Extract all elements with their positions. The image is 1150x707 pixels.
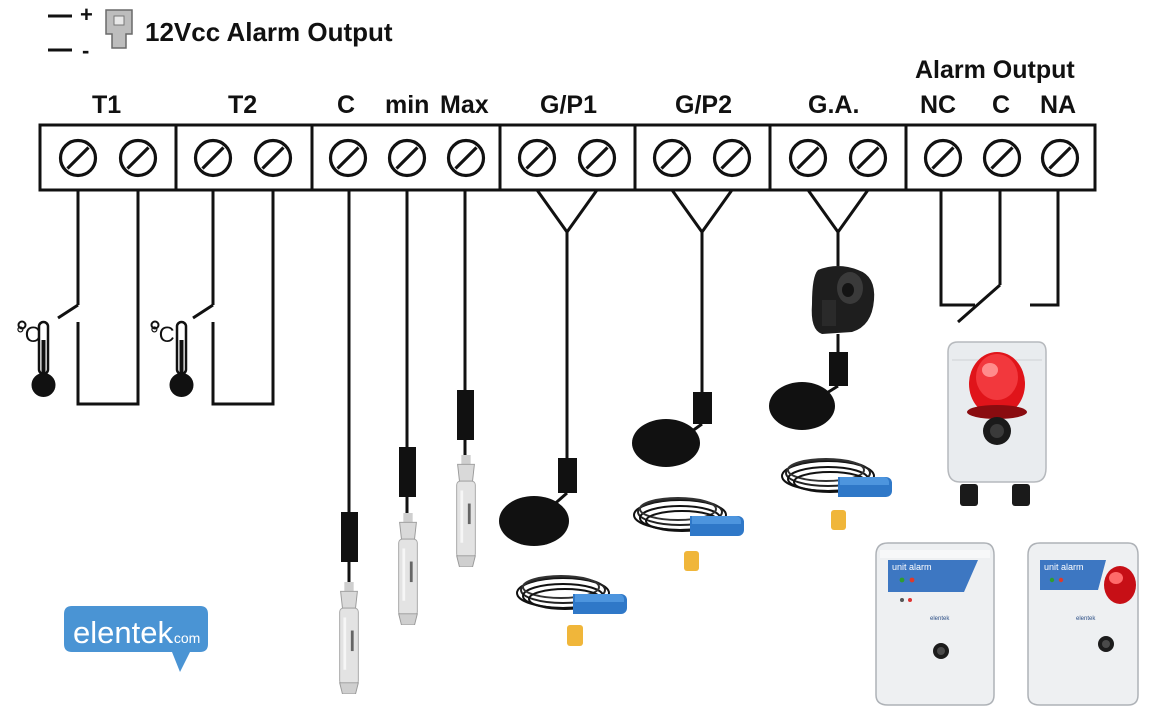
float-switch-cable-icon <box>781 458 893 498</box>
degree-label: °C <box>150 322 175 347</box>
spade-connector-icon <box>105 9 133 49</box>
alarm-output-title: Alarm Output <box>915 56 1075 84</box>
screw-icon <box>577 138 617 178</box>
panel-label: unit alarm <box>1044 562 1084 572</box>
screw-icon <box>982 138 1022 178</box>
float-switch-cable-icon <box>516 575 628 615</box>
terminal-label-c: C <box>337 91 355 119</box>
level-probe-icon <box>398 513 418 625</box>
thermometer-icon <box>169 320 194 397</box>
minus-sign: - <box>82 38 89 63</box>
thermometer-icon <box>31 320 56 397</box>
degree-label: °C <box>16 322 41 347</box>
panel-brand: elentek <box>1076 616 1096 622</box>
weight-icon <box>567 625 583 646</box>
float-switch-gp1 <box>499 189 628 646</box>
float-ball-icon <box>499 496 569 546</box>
screw-icon <box>652 138 692 178</box>
terminal-block <box>38 123 1097 192</box>
terminal-label-gp2: G/P2 <box>675 91 732 119</box>
screw-icon <box>328 138 368 178</box>
screw-icon <box>253 138 293 178</box>
terminal-label-gp1: G/P1 <box>540 91 597 119</box>
probe-max <box>456 190 476 567</box>
siren-beacon-icon <box>947 341 1047 506</box>
screw-icon <box>1040 138 1080 178</box>
screw-icon <box>848 138 888 178</box>
terminal-label-t1: T1 <box>92 91 121 119</box>
screw-icon <box>446 138 486 178</box>
level-probe-icon <box>339 582 359 694</box>
probe-common <box>339 190 359 694</box>
polarity-legend: + - <box>48 2 93 63</box>
weight-icon <box>684 551 699 571</box>
level-probe-icon <box>456 455 476 567</box>
weight-icon <box>831 510 846 530</box>
panel-brand: elentek <box>930 616 950 622</box>
control-panel-unit-2: unit alarm elentek <box>1027 542 1139 706</box>
probe-min <box>398 190 418 625</box>
alarm-relay-contacts <box>939 190 1060 324</box>
plus-sign: + <box>80 2 93 27</box>
screw-icon <box>712 138 752 178</box>
float-switch-ga <box>769 189 893 530</box>
terminal-label-ga: G.A. <box>808 91 859 119</box>
float-switch-cable-icon <box>633 497 745 537</box>
screw-icon <box>387 138 427 178</box>
screw-icon <box>58 138 98 178</box>
terminal-label-max: Max <box>440 91 489 119</box>
junction-box-icon <box>811 266 875 334</box>
elentek-logo: elentek .com <box>64 606 208 672</box>
terminal-label-t2: T2 <box>228 91 257 119</box>
degree-icon <box>17 320 27 330</box>
float-ball-icon <box>632 419 700 467</box>
logo-text: elentek <box>73 615 173 650</box>
screw-icon <box>517 138 557 178</box>
screw-icon <box>193 138 233 178</box>
panel-label: unit alarm <box>892 562 932 572</box>
float-switch-gp2 <box>632 189 745 571</box>
control-panel-unit-1: unit alarm elentek <box>875 542 995 706</box>
terminal-label-na: NA <box>1040 91 1076 119</box>
screw-icon <box>923 138 963 178</box>
degree-icon <box>150 320 160 330</box>
logo-suffix: .com <box>170 630 200 646</box>
page-title: 12Vcc Alarm Output <box>145 17 393 47</box>
thermostat-t2: °C <box>150 190 275 406</box>
float-ball-icon <box>769 382 835 430</box>
terminal-label-nc: NC <box>920 91 956 119</box>
screw-icon <box>118 138 158 178</box>
terminal-label-min: min <box>385 91 429 119</box>
screw-icon <box>788 138 828 178</box>
thermostat-t1: °C <box>16 190 140 406</box>
terminal-label-c2: C <box>992 91 1010 119</box>
